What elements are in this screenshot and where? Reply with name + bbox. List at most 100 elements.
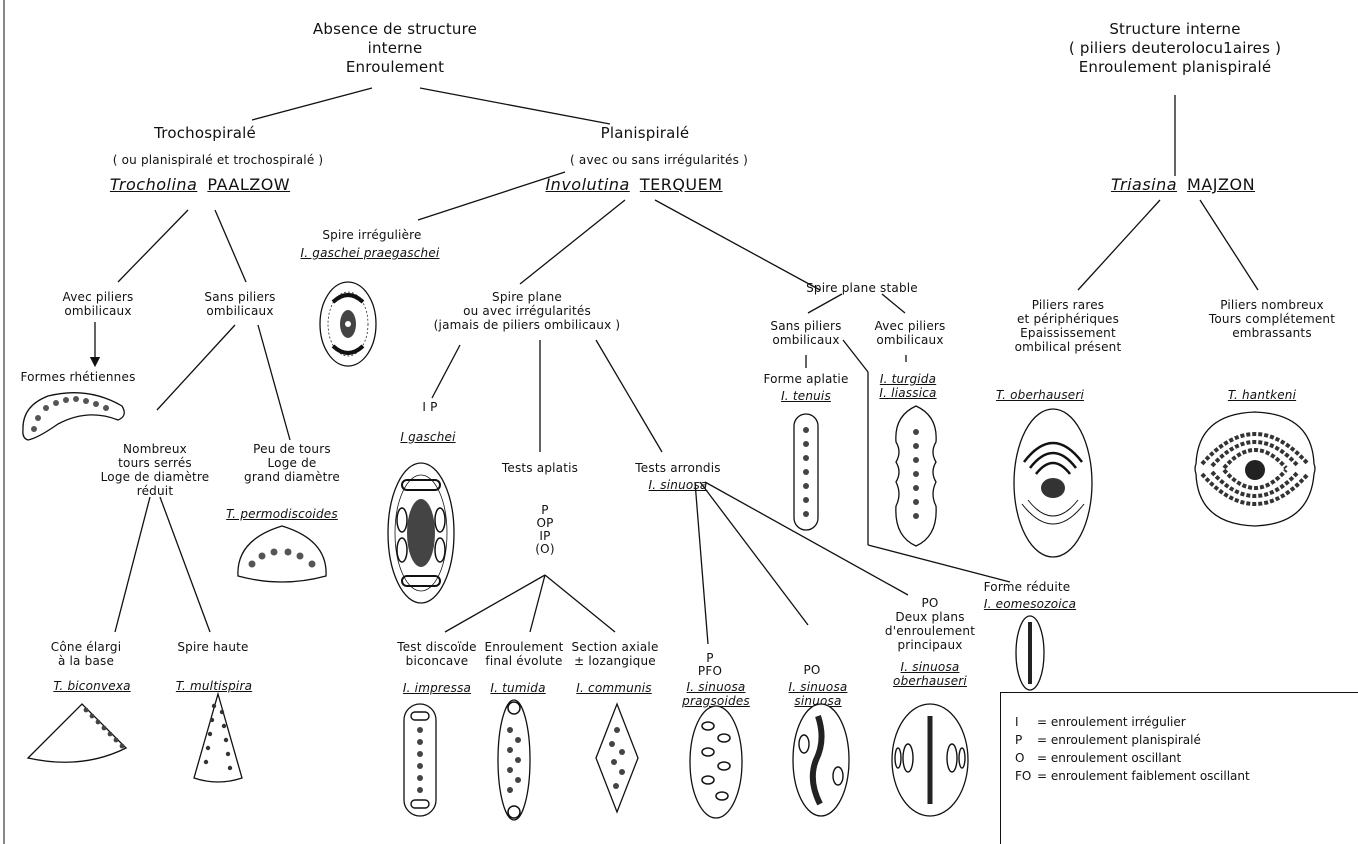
triasina-branch-a: Piliers rares et périphériques Epaississ… <box>1015 298 1122 354</box>
po2-text-line2: d'enroulement <box>885 624 975 638</box>
header-left: Absence de structure interne Enroulement <box>313 20 477 77</box>
leaf-enroulement-line2: final évolute <box>484 654 563 668</box>
fossil-i-sinuosa-sinuosa <box>788 700 854 820</box>
pfo-species-line1: I. sinuosa <box>682 680 750 694</box>
fossil-formes-rhetiennes <box>18 386 130 448</box>
stable-a: Sans piliers ombilicaux <box>770 319 841 347</box>
leaf-enroulement-line1: Enroulement <box>484 640 563 654</box>
tests-arrondis-label: Tests arrondis <box>635 461 720 475</box>
legend-row-o: O= enroulement oscillant <box>1015 751 1181 765</box>
species-i-sinuosa: I. sinuosa <box>649 478 708 492</box>
species-i-communis: I. communis <box>576 681 651 695</box>
involutina-title: Planispiralé <box>601 124 690 143</box>
trocholina-branch-b: Sans piliers ombilicaux <box>204 290 275 318</box>
triasina-author: MAJZON <box>1187 175 1255 194</box>
trocholina-leaf-a: Cône élargi à la base <box>51 640 121 668</box>
trocholina-title: Trochospiralé <box>154 124 256 143</box>
po2-code: PO <box>885 596 975 610</box>
species-i-impressa: I. impressa <box>403 681 471 695</box>
trocholina-sub-a-line4: réduit <box>101 484 210 498</box>
header-right: Structure interne ( piliers deuterolocu1… <box>1069 20 1281 77</box>
stable-a-line1: Sans piliers <box>770 319 841 333</box>
legend-text-i: = enroulement irrégulier <box>1037 715 1186 729</box>
species-i-sinuosa-oberhauseri: I. sinuosa oberhauseri <box>893 660 967 688</box>
trocholina-sub-b-line2: Loge de <box>244 456 340 470</box>
po2-text-line3: principaux <box>885 638 975 652</box>
triasina-branch-a-line3: Epaississement <box>1015 326 1122 340</box>
trocholina-sub-a: Nombreux tours serrés Loge de diamètre r… <box>101 442 210 498</box>
formes-rhetiennes-label: Formes rhétiennes <box>20 370 135 384</box>
fossil-i-tumida <box>494 696 534 824</box>
po2-species-line2: oberhauseri <box>893 674 967 688</box>
stable-b-line2: ombilicaux <box>875 333 946 347</box>
triasina-branch-b-line2: Tours complétement <box>1209 312 1335 326</box>
trocholina-branch-b-line2: ombilicaux <box>204 304 275 318</box>
tests-aplatis-label: Tests aplatis <box>502 461 578 475</box>
fossil-i-tenuis <box>788 410 824 534</box>
header-left-line1: Absence de structure <box>313 20 477 39</box>
triasina-branch-b-line3: embrassants <box>1209 326 1335 340</box>
triasina-genus-name: Triasina <box>1111 175 1177 194</box>
trocholina-leaf-b: Spire haute <box>177 640 248 654</box>
aplatis-code-4: (O) <box>535 543 554 556</box>
trocholina-sub-b: Peu de tours Loge de grand diamètre <box>244 442 340 484</box>
legend-row-p: P= enroulement planispiralé <box>1015 733 1201 747</box>
legend-text-p: = enroulement planispiralé <box>1037 733 1201 747</box>
trocholina-sub-a-line2: tours serrés <box>101 456 210 470</box>
species-i-gaschei: I gaschei <box>400 430 455 444</box>
fossil-t-permodiscoides <box>232 520 332 592</box>
fossil-t-multispira <box>190 690 246 790</box>
stable-b-line1: Avec piliers <box>875 319 946 333</box>
po1-species-line1: I. sinuosa <box>789 680 848 694</box>
species-t-hantkeni: T. hantkeni <box>1228 388 1296 402</box>
stable-a-line2: ombilicaux <box>770 333 841 347</box>
triasina-branch-a-line2: et périphériques <box>1015 312 1122 326</box>
trocholina-leaf-a-line1: Cône élargi <box>51 640 121 654</box>
triasina-branch-a-line4: ombilical présent <box>1015 340 1122 354</box>
header-right-line2: ( piliers deuterolocu1aires ) <box>1069 39 1281 58</box>
legend-key-o: O <box>1015 751 1037 765</box>
legend-box: I= enroulement irrégulier P= enroulement… <box>1000 692 1358 844</box>
po2-text-line1: Deux plans <box>885 610 975 624</box>
legend-text-o: = enroulement oscillant <box>1037 751 1181 765</box>
species-i-tumida: I. tumida <box>490 681 545 695</box>
species-i-gaschei-praegaschei: I. gaschei praegaschei <box>301 246 440 260</box>
leaf-discoide-line2: biconcave <box>397 654 477 668</box>
leaf-discoide: Test discoïde biconcave <box>397 640 477 668</box>
legend-key-fo: FO <box>1015 769 1037 783</box>
stable-b: Avec piliers ombilicaux <box>875 319 946 347</box>
spire-plane-line2: ou avec irrégularités <box>434 304 621 318</box>
header-left-line2: interne <box>313 39 477 58</box>
trocholina-sub-b-line3: grand diamètre <box>244 470 340 484</box>
leaf-section-line2: ± lozangique <box>571 654 658 668</box>
trocholina-branch-a-line1: Avec piliers <box>63 290 134 304</box>
fossil-i-turgida-liassica <box>890 402 942 550</box>
trocholina-branch-a: Avec piliers ombilicaux <box>63 290 134 318</box>
trocholina-sub-a-line3: Loge de diamètre <box>101 470 210 484</box>
leaf-section: Section axiale ± lozangique <box>571 640 658 668</box>
forme-aplatie-label: Forme aplatie <box>763 372 848 386</box>
species-t-oberhauseri: T. oberhauseri <box>996 388 1084 402</box>
leaf-enroulement: Enroulement final évolute <box>484 640 563 668</box>
legend-row-fo: FO= enroulement faiblement oscillant <box>1015 769 1250 783</box>
legend-key-p: P <box>1015 733 1037 747</box>
code-ip: I P <box>422 400 437 414</box>
trocholina-sub-b-line1: Peu de tours <box>244 442 340 456</box>
legend-row-i: I= enroulement irrégulier <box>1015 715 1186 729</box>
po1-code: PO <box>803 664 820 677</box>
fossil-t-oberhauseri <box>1010 404 1096 562</box>
leaf-discoide-line1: Test discoïde <box>397 640 477 654</box>
po2-block: PO Deux plans d'enroulement principaux <box>885 596 975 652</box>
fossil-i-impressa <box>400 700 440 820</box>
spire-irreguliere-label: Spire irrégulière <box>322 228 421 242</box>
trocholina-branch-b-line1: Sans piliers <box>204 290 275 304</box>
species-t-biconvexa: T. biconvexa <box>53 679 130 693</box>
legend-text-fo: = enroulement faiblement oscillant <box>1037 769 1250 783</box>
species-t-permodiscoides: T. permodiscoides <box>226 507 338 521</box>
fossil-i-gaschei-praegaschei <box>317 278 379 370</box>
trocholina-subtitle: ( ou planispiralé et trochospiralé ) <box>113 153 324 167</box>
spire-plane-label: Spire plane ou avec irrégularités (jamai… <box>434 290 621 332</box>
involutina-subtitle: ( avec ou sans irrégularités ) <box>570 153 748 167</box>
